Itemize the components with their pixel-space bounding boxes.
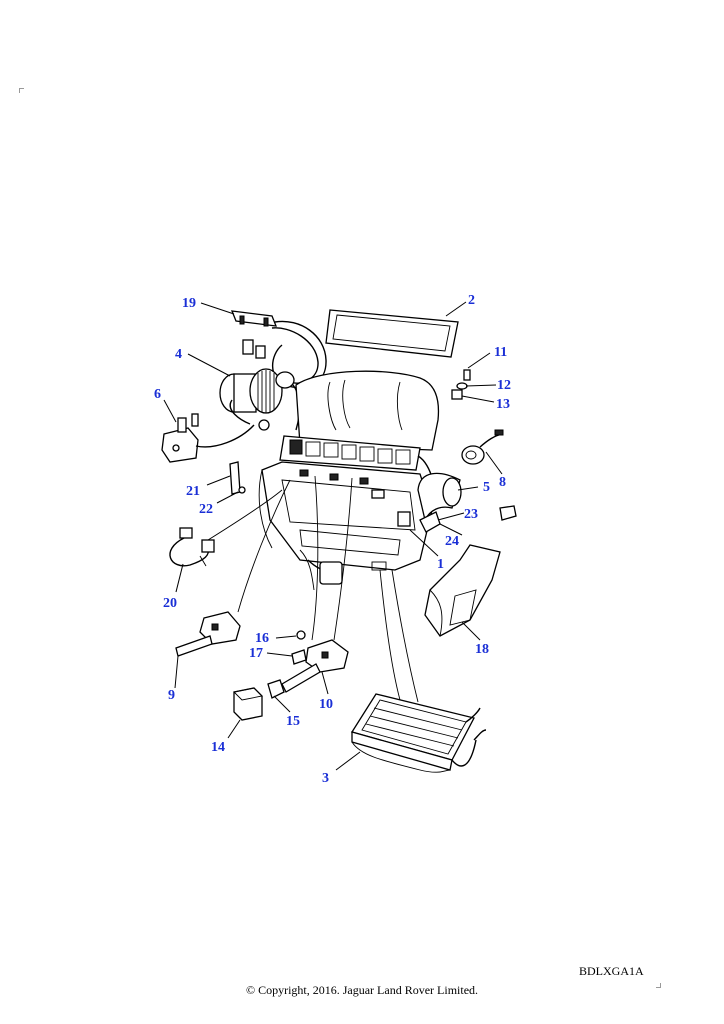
callout-21: 21	[186, 484, 200, 499]
callout-16: 16	[255, 631, 269, 646]
parts-11-12-13-fixings	[451, 369, 471, 400]
callout-5: 5	[483, 480, 490, 495]
routing-lines	[207, 475, 419, 703]
part-17-bracket	[291, 649, 307, 665]
callout-9: 9	[168, 688, 175, 703]
callout-15: 15	[286, 714, 300, 729]
part-1-heater-housing	[258, 370, 440, 585]
part-23-clip	[499, 505, 517, 521]
callout-12: 12	[497, 378, 511, 393]
part-15-cap	[267, 679, 285, 699]
callout-4: 4	[175, 347, 182, 362]
part-8-actuator	[461, 429, 504, 465]
callout-20: 20	[163, 596, 177, 611]
part-22-grommet	[238, 486, 246, 494]
callout-18: 18	[475, 642, 489, 657]
leader-lines	[163, 301, 503, 771]
callout-19: 19	[182, 296, 196, 311]
callout-10: 10	[319, 697, 333, 712]
part-14-knob	[233, 687, 263, 721]
callout-23: 23	[464, 507, 478, 522]
callout-8: 8	[499, 475, 506, 490]
crop-mark-top-left	[19, 88, 24, 93]
callout-13: 13	[496, 397, 510, 412]
copyright-notice: © Copyright, 2016. Jaguar Land Rover Lim…	[245, 983, 479, 997]
callout-numbers: 1 2 3 4 5 6 8 9 10 11 12 13 14 15 16 17 …	[154, 293, 511, 786]
part-6-valve	[161, 413, 270, 463]
part-2-filter-frame	[325, 309, 459, 358]
callout-1: 1	[437, 557, 444, 572]
diagram-reference-code: BDLXGA1A	[579, 964, 644, 978]
callout-6: 6	[154, 387, 161, 402]
part-16-screw	[296, 630, 306, 640]
callout-2: 2	[468, 293, 475, 308]
callout-3: 3	[322, 771, 329, 786]
part-10-switch	[281, 639, 349, 693]
callout-17: 17	[249, 646, 263, 661]
callout-24: 24	[445, 534, 459, 549]
callout-22: 22	[199, 502, 213, 517]
callout-14: 14	[211, 740, 225, 755]
part-3-heater-matrix	[350, 693, 487, 773]
callout-11: 11	[494, 345, 507, 360]
part-4-blower-motor	[219, 368, 295, 425]
part-18-duct-cover	[424, 544, 501, 637]
part-9-switch	[175, 611, 241, 657]
part-5-duct-elbow	[397, 472, 462, 527]
part-20-harness	[169, 527, 215, 567]
